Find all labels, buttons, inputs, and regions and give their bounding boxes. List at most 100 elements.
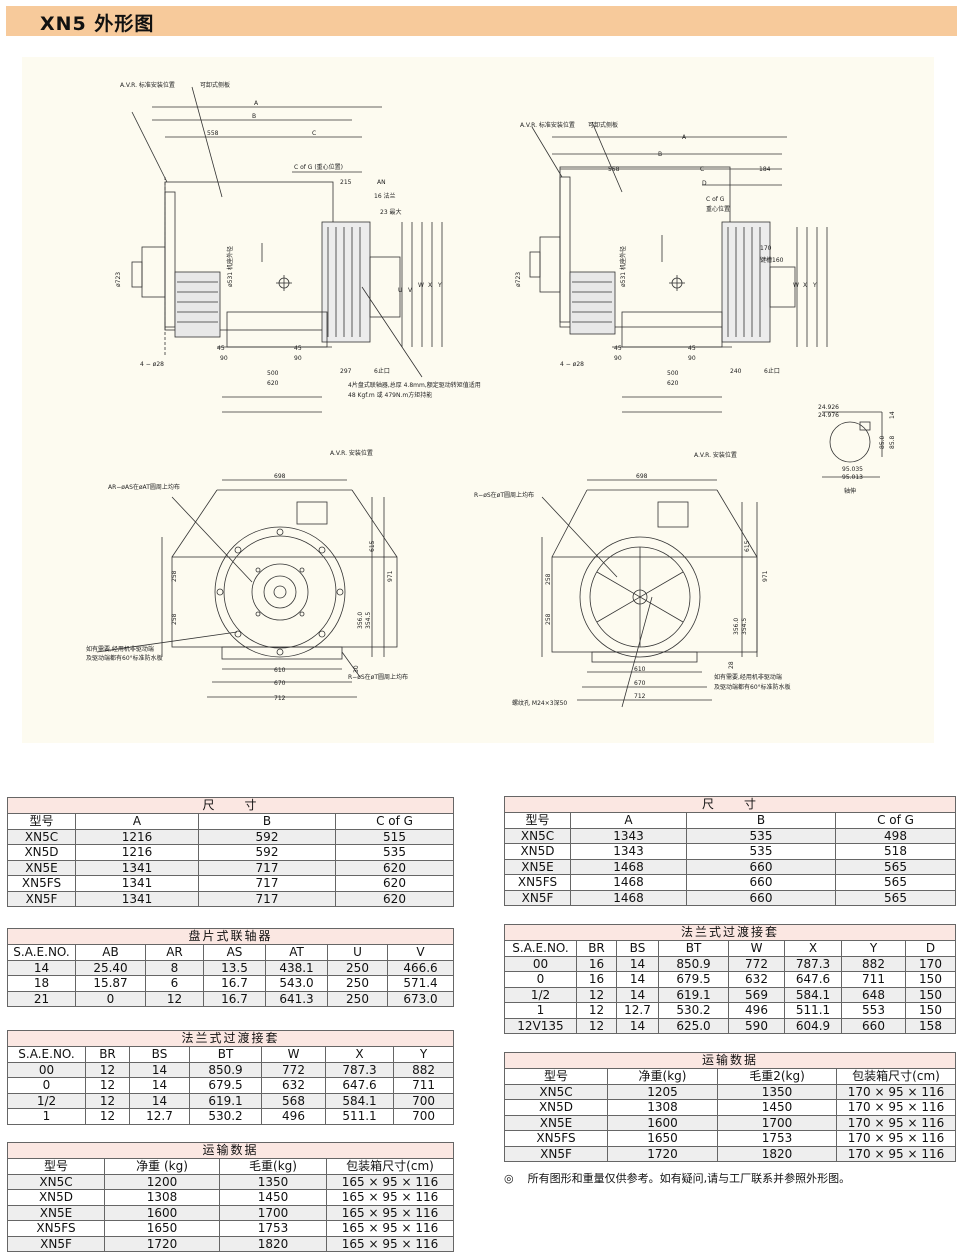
table-cell: 660: [686, 858, 836, 875]
footnote: ◎ 所有图形和重量仅供参考。如有疑问,请与工厂联系并参照外形图。: [504, 1170, 850, 1186]
table-cell: 700: [392, 1108, 455, 1125]
label-dim-712-r: 712: [634, 693, 646, 700]
label-dim-610-l: 610: [274, 667, 286, 674]
label-dim-v: V: [408, 287, 413, 294]
table-cell: 12: [85, 1061, 130, 1078]
label-dim-45-r1: 45: [614, 345, 622, 352]
table-cell: 632: [728, 971, 785, 988]
table-cell: 12: [576, 986, 617, 1003]
table-cell: 1450: [219, 1189, 327, 1206]
label-dim-45-a: 45: [217, 345, 225, 352]
table-cell: 511.1: [784, 1002, 842, 1019]
table-cell: 158: [904, 1017, 957, 1034]
label-dim-356-r: 356.0: [733, 618, 740, 635]
table-caption: 法兰式过渡接套: [503, 924, 957, 941]
column-header: W: [261, 1046, 326, 1063]
front-view-left: [96, 479, 398, 698]
table-cell: 1341: [75, 875, 199, 892]
column-header: Y: [841, 940, 906, 957]
table-cell: 1650: [104, 1220, 220, 1237]
technical-drawing: A.V.R. 标准安装位置 可卸式侧板 A B 558 C C of G (重心…: [22, 57, 934, 743]
column-header: A: [570, 812, 687, 829]
table-cell: 1341: [75, 859, 199, 876]
table-cell: 619.1: [189, 1092, 262, 1109]
table-cell: 466.6: [386, 959, 455, 976]
table-cell: 1820: [717, 1145, 837, 1162]
label-dim-297: 297: [340, 368, 352, 375]
label-dim-356-l: 356.0: [357, 612, 364, 629]
label-dim-610-r: 610: [634, 666, 646, 673]
column-header: 型号: [7, 1158, 105, 1175]
label-removable-side-r: 可卸式侧板: [588, 121, 618, 129]
label-dim-an: AN: [377, 179, 386, 186]
table-cell: 1468: [570, 889, 687, 906]
table-cell: XN5D: [7, 1189, 105, 1206]
table-cell: 592: [198, 844, 336, 861]
table-cell: XN5C: [7, 1173, 105, 1190]
table-cell: 1: [504, 1002, 577, 1019]
label-shaft-14: 14: [889, 411, 896, 419]
table-cell: XN5F: [504, 1145, 608, 1162]
column-header: B: [686, 812, 836, 829]
table-cell: 717: [198, 890, 336, 907]
table-cell: 530.2: [658, 1002, 729, 1019]
label-dim-w: W: [418, 282, 424, 289]
label-dim-698-l: 698: [274, 473, 286, 480]
label-cog-r: 重心位置: [706, 205, 730, 213]
table-cell: 15.87: [75, 975, 146, 992]
table-cell: 604.9: [784, 1017, 842, 1034]
table-cell: 1/2: [504, 986, 577, 1003]
table-cell: 679.5: [658, 971, 729, 988]
table-cell: 535: [686, 843, 836, 860]
front-view-right: [541, 479, 758, 708]
table-cell: 1343: [570, 843, 687, 860]
table-cell: 625.0: [658, 1017, 729, 1034]
label-dim-258-l2: 258: [171, 613, 178, 625]
table-cell: 850.9: [189, 1061, 262, 1078]
table-cell: XN5FS: [7, 1220, 105, 1237]
table-cell: 679.5: [189, 1077, 262, 1094]
table-cell: XN5C: [7, 828, 76, 845]
table-cell: 647.6: [325, 1077, 394, 1094]
table-cell: 511.1: [325, 1108, 394, 1125]
table-cell: XN5F: [504, 889, 571, 906]
table-cell: 12: [145, 990, 204, 1007]
column-header: BS: [616, 940, 659, 957]
label-dim-670-r: 670: [634, 680, 646, 687]
table-cell: 165 × 95 × 116: [325, 1220, 455, 1237]
label-avr-std-r: A.V.R. 标准安装位置: [520, 121, 575, 129]
table-cell: 1308: [607, 1099, 718, 1116]
label-dim-x: X: [428, 282, 432, 289]
table-cell: 16: [576, 971, 617, 988]
label-shaft-24926: 24.926: [818, 404, 839, 411]
label-dim-a-r: A: [682, 134, 687, 141]
table-cell: 620: [334, 875, 455, 892]
table-caption: 运输数据: [503, 1052, 957, 1069]
table-caption: 尺 寸: [6, 797, 455, 814]
table-cell: 1205: [607, 1083, 718, 1100]
column-header: S.A.E.NO.: [504, 940, 577, 957]
label-cover-note-r2: 及驱动端都有60°标准防水板: [714, 683, 791, 691]
table-cell: 0: [7, 1077, 86, 1094]
column-header: S.A.E.NO.: [7, 1046, 86, 1063]
column-header: AT: [265, 944, 328, 961]
label-dim-90-r2: 90: [688, 355, 696, 362]
table-cell: XN5D: [7, 844, 76, 861]
label-dim-c: C: [312, 130, 316, 137]
title-bar: XN5 外形图: [6, 6, 957, 36]
label-dim-45-r2: 45: [688, 345, 696, 352]
label-cover-note-1: 如有需要,经用机非驱动端: [86, 645, 154, 653]
column-header: BS: [129, 1046, 190, 1063]
side-view-left: [131, 86, 443, 413]
table-cell: 648: [841, 986, 906, 1003]
label-cover-note-r1: 如有需要,经用机非驱动端: [714, 673, 782, 681]
label-dim-28: 28: [728, 661, 735, 669]
label-dim-620-r: 620: [667, 380, 679, 387]
